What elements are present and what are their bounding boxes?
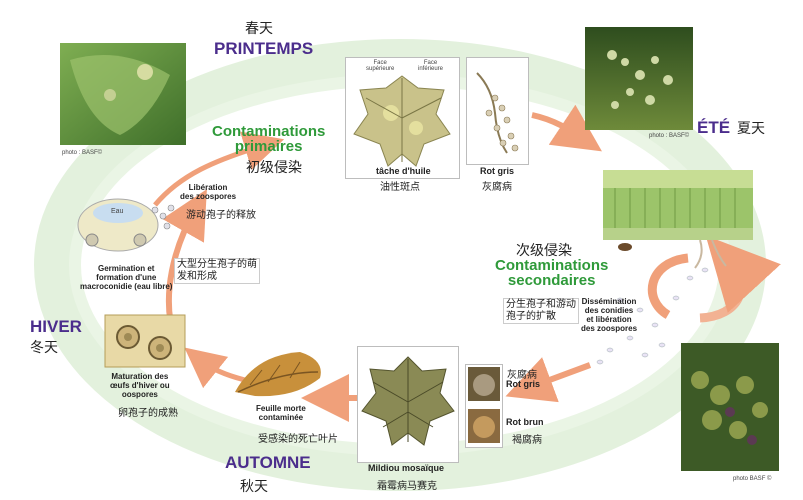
maturation-cn: 卵孢子的成熟 xyxy=(118,408,178,419)
credit-right: photo : BASF© xyxy=(649,133,690,139)
secondary-loop-arrow xyxy=(647,253,689,319)
spring-title: PRINTEMPS xyxy=(214,39,314,58)
germination-cn: 大型分生孢子的萌 发和形成 xyxy=(174,258,260,284)
maturation-label: Maturation des œufs d'hiver ou oospores xyxy=(110,372,170,399)
rotgris-top-cn: 灰腐病 xyxy=(482,182,512,193)
oospore-illustration xyxy=(104,314,186,368)
feuille-label: Feuille morte contaminée xyxy=(256,404,306,422)
mosaic-leaf-icon xyxy=(361,356,455,446)
summer-title: ÉTÉ xyxy=(697,118,731,137)
germination-label: Germination et formation d'une macroconi… xyxy=(80,264,173,291)
spring-cn: 春天 xyxy=(245,21,273,37)
liberation-cn: 游动孢子的释放 xyxy=(186,210,256,221)
rotbrun-label: Rot brun xyxy=(506,417,544,427)
photo-infected-leaf xyxy=(60,43,186,145)
photo-grape-flowers xyxy=(585,27,693,130)
secondary-cn: 次级侵染 xyxy=(516,243,572,259)
eau-label: Eau xyxy=(111,208,124,215)
dead-leaf-illustration xyxy=(235,352,321,397)
spores-scatter xyxy=(596,267,709,365)
credit-left: photo : BASF© xyxy=(62,150,103,156)
box-gray-rot xyxy=(466,57,529,165)
primary-title: Contaminations primaires xyxy=(212,123,326,155)
box-oil-spot-leaf xyxy=(345,57,460,179)
mildiou-cn: 霜霉病马赛克 xyxy=(377,481,437,492)
arrow-leaf-to-maturation xyxy=(184,347,246,389)
liberation-label: Libération des zoospores xyxy=(180,183,237,201)
rotbrun-cn: 褐腐病 xyxy=(512,435,542,446)
photo-infected-grapes xyxy=(681,343,779,471)
rotgris-top-label: Rot gris xyxy=(480,166,515,176)
tache-cn: 油性斑点 xyxy=(380,182,420,193)
autumn-title: AUTOMNE xyxy=(225,453,311,472)
gray-rot-cluster-icon xyxy=(476,72,519,154)
arrow-spring-primary xyxy=(153,131,285,207)
arrow-to-summer xyxy=(531,104,602,152)
mildiou-label: Mildiou mosaïque xyxy=(368,463,445,473)
leaf-cross-section xyxy=(603,170,753,269)
rot-grape-icons xyxy=(468,367,500,443)
credit-bottom: photo BASF © xyxy=(733,476,772,482)
rotgris-low-label: Rot gris xyxy=(506,379,541,389)
box-rot-photos xyxy=(465,364,503,448)
dissemination-label: Dissémination des conidies et libération… xyxy=(581,297,638,333)
tache-label: tâche d'huile xyxy=(376,166,431,176)
secondary-title: Contaminations secondaires xyxy=(495,257,609,289)
winter-cn: 冬天 xyxy=(30,340,58,356)
autumn-cn: 秋天 xyxy=(240,479,268,495)
feuille-cn: 受感染的死亡叶片 xyxy=(258,434,338,445)
box-mosaic-leaf xyxy=(357,346,459,463)
summer-cn: 夏天 xyxy=(737,121,765,137)
oil-spot-leaf-icon xyxy=(353,75,451,167)
winter-title: HIVER xyxy=(30,317,82,336)
arrow-to-rotbrun xyxy=(505,357,592,403)
primary-cn: 初级侵染 xyxy=(246,160,302,176)
rotgris-low-cn: 灰腐病 xyxy=(507,370,537,381)
dissemination-cn: 分生孢子和游动 孢子的扩散 xyxy=(503,298,579,324)
zoospore-illustration xyxy=(77,198,175,252)
